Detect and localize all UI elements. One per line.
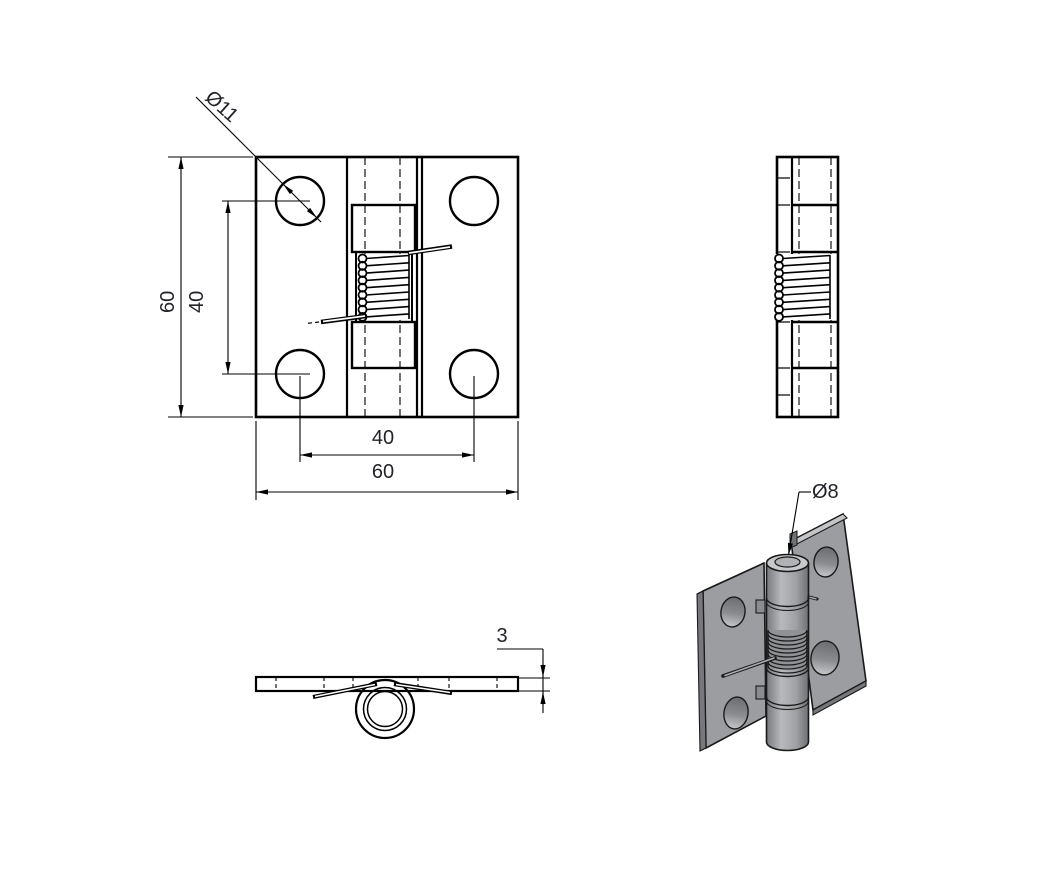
iso-hole [720, 596, 746, 628]
iso-right-leaf [789, 512, 867, 716]
iso-leader [787, 491, 811, 556]
iso-left-leaf [696, 561, 767, 752]
front-view [254, 155, 520, 419]
dim-text-height-60: 60 [157, 291, 179, 313]
side-spring-coil [773, 253, 833, 322]
dim-text-thickness-3: 3 [496, 625, 507, 647]
front-plate-outline [254, 155, 520, 419]
front-spring-coil [305, 244, 453, 325]
bottom-view [254, 648, 550, 740]
dim-text-horiz-40: 40 [372, 427, 394, 449]
dim-text-hole-diameter: Ø11 [201, 86, 243, 127]
iso-spring-coil [767, 629, 808, 674]
iso-hole [810, 640, 840, 676]
leader-line-hole-diameter [195, 96, 322, 223]
dim-text-width-60: 60 [372, 461, 394, 483]
iso-barrel [721, 553, 819, 752]
iso-hole [723, 696, 749, 730]
bottom-spring-coil [312, 678, 453, 740]
iso-hole [813, 546, 839, 578]
front-dimensions [168, 96, 519, 500]
bottom-dimensions [497, 648, 550, 713]
dim-text-pin-diameter: Ø8 [812, 481, 839, 503]
dim-text-vert-40: 40 [186, 291, 208, 313]
side-view [773, 155, 840, 419]
iso-pin-top [774, 556, 801, 568]
isometric-view [696, 491, 867, 752]
